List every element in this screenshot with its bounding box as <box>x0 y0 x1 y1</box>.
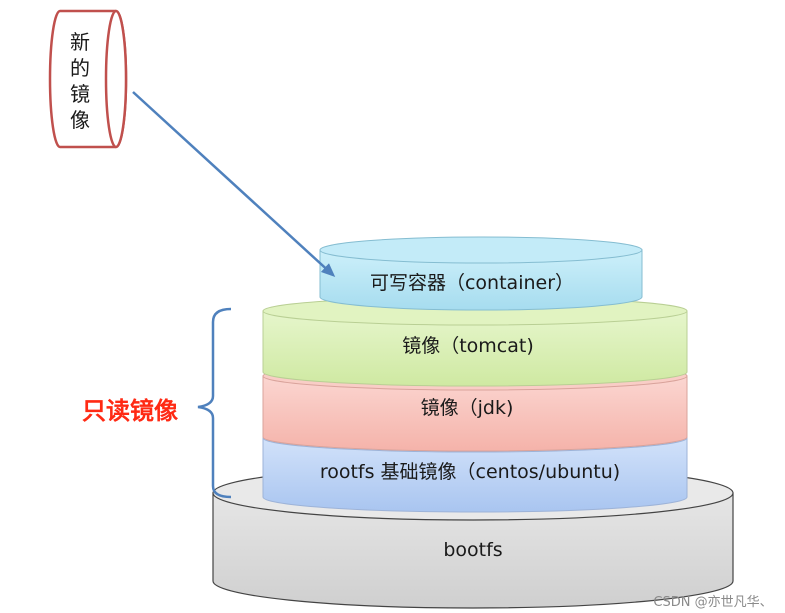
bootfs-label: bootfs <box>443 539 502 561</box>
commit-arrow <box>132 91 336 278</box>
new-image-char-1: 新 <box>70 30 90 54</box>
new-image-char-4: 像 <box>70 108 90 132</box>
new-image-cylinder: 新 的 镜 像 <box>48 9 128 149</box>
readonly-brace <box>197 307 232 499</box>
tomcat-label: 镜像（tomcat) <box>402 335 534 357</box>
container-layer: 可写容器（container） <box>319 236 643 311</box>
container-label: 可写容器（container） <box>370 272 574 294</box>
jdk-label: 镜像（jdk) <box>421 397 514 419</box>
watermark: CSDN @亦世凡华、 <box>653 594 772 610</box>
new-image-char-3: 镜 <box>70 82 90 106</box>
new-image-char-2: 的 <box>70 56 90 80</box>
readonly-label: 只读镜像 <box>82 397 179 425</box>
rootfs-label: rootfs 基础镜像（centos/ubuntu) <box>320 461 620 483</box>
